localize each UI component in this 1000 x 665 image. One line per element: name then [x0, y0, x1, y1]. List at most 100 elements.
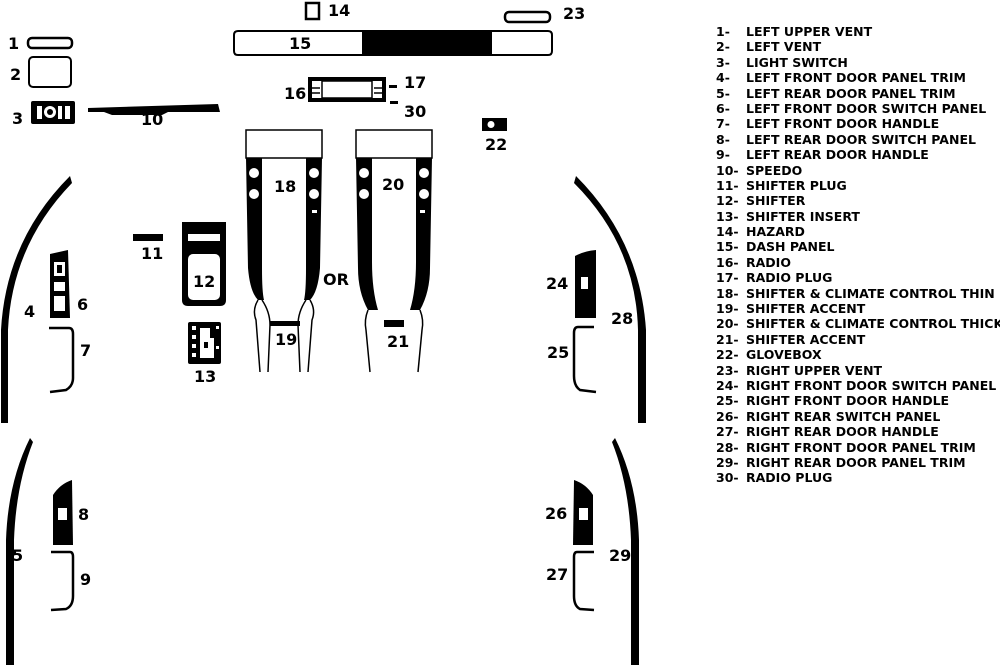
callout-30: 30 — [404, 102, 426, 121]
legend-label: LEFT UPPER VENT — [746, 24, 873, 39]
legend-number: 27- — [716, 424, 739, 440]
legend-row: 15-DASH PANEL — [716, 239, 1000, 254]
legend-row: 6- LEFT FRONT DOOR SWITCH PANEL — [716, 101, 1000, 116]
legend-label: SPEEDO — [746, 162, 803, 178]
part-8-left-rear-door-switch-panel — [53, 480, 73, 545]
part-12-shifter — [182, 222, 226, 306]
legend-number: 14- — [716, 224, 739, 240]
legend-label: RIGHT UPPER VENT — [746, 362, 883, 378]
legend-label: RIGHT REAR DOOR HANDLE — [746, 424, 939, 440]
callout-28: 28 — [611, 309, 633, 328]
callout-25: 25 — [547, 343, 569, 362]
legend-row: 10-SPEEDO — [716, 163, 1000, 178]
legend-number: 15- — [716, 239, 739, 255]
legend-number: 6- — [716, 100, 730, 116]
part-21-shifter-accent — [384, 320, 404, 327]
legend-row: 29-RIGHT REAR DOOR PANEL TRIM — [716, 455, 1000, 470]
legend-row: 12- SHIFTER — [716, 193, 1000, 208]
legend-row: 27- RIGHT REAR DOOR HANDLE — [716, 424, 1000, 439]
legend-number: 24- — [716, 377, 739, 393]
legend-number: 2- — [716, 39, 730, 55]
legend-label: SHIFTER — [746, 193, 806, 209]
callout-14: 14 — [328, 1, 350, 20]
legend-number: 12- — [716, 193, 739, 209]
legend-number: 21- — [716, 331, 739, 347]
callout-10: 10 — [141, 110, 163, 129]
part-16-radio — [308, 77, 386, 102]
legend-label: SHIFTER & CLIMATE CONTROL THICK — [746, 316, 1000, 332]
part-5-left-rear-door-panel-trim — [6, 438, 33, 665]
callout-2: 2 — [10, 65, 21, 84]
legend-row: 24- RIGHT FRONT DOOR SWITCH PANEL — [716, 378, 1000, 393]
part-14-hazard — [304, 1, 321, 21]
part-6-left-front-door-switch-panel — [50, 250, 70, 318]
callout-18: 18 — [274, 177, 296, 196]
legend-row: 28- RIGHT FRONT DOOR PANEL TRIM — [716, 440, 1000, 455]
legend-row: 26-RIGHT REAR SWITCH PANEL — [716, 409, 1000, 424]
legend-row: 18-SHIFTER & CLIMATE CONTROL THIN — [716, 286, 1000, 301]
legend-label: RIGHT FRONT DOOR SWITCH PANEL — [746, 377, 997, 393]
part-1-left-upper-vent — [26, 36, 74, 50]
callout-29: 29 — [609, 546, 631, 565]
legend-row: 2- LEFT VENT — [716, 39, 1000, 54]
legend-label: GLOVEBOX — [746, 347, 822, 363]
callout-5: 5 — [12, 546, 23, 565]
part-15-dash-panel — [233, 30, 553, 56]
callout-6: 6 — [77, 295, 88, 314]
legend-row: 19-SHIFTER ACCENT — [716, 301, 1000, 316]
legend-row: 23- RIGHT UPPER VENT — [716, 363, 1000, 378]
legend-label: SHIFTER ACCENT — [746, 301, 866, 317]
callout-15: 15 — [289, 34, 311, 53]
legend-label: LEFT FRONT DOOR SWITCH PANEL — [746, 100, 987, 116]
part-26-right-rear-switch-panel — [573, 480, 593, 545]
legend-row: 3-LIGHT SWITCH — [716, 55, 1000, 70]
legend-label: SHIFTER ACCENT — [746, 331, 866, 347]
legend-number: 28- — [716, 439, 739, 455]
legend-number: 8- — [716, 131, 730, 147]
part-23-right-upper-vent — [503, 10, 552, 24]
legend-row: 30-RADIO PLUG — [716, 470, 1000, 485]
legend-row: 5-LEFT REAR DOOR PANEL TRIM — [716, 86, 1000, 101]
callout-24: 24 — [546, 274, 568, 293]
callout-9: 9 — [80, 570, 91, 589]
legend-label: RIGHT REAR DOOR PANEL TRIM — [746, 454, 966, 470]
legend-row: 11-SHIFTER PLUG — [716, 178, 1000, 193]
part-24-right-front-door-switch-panel — [575, 250, 596, 318]
or-label: OR — [323, 270, 349, 289]
legend-label: LEFT FRONT DOOR HANDLE — [746, 116, 940, 132]
callout-3: 3 — [12, 109, 23, 128]
callout-19: 19 — [275, 330, 297, 349]
callout-16: 16 — [284, 84, 306, 103]
legend-label: RIGHT FRONT DOOR PANEL TRIM — [746, 439, 976, 455]
callout-23: 23 — [563, 4, 585, 23]
callout-1: 1 — [8, 34, 19, 53]
legend-number: 25- — [716, 393, 739, 409]
legend-number: 9- — [716, 147, 730, 163]
callout-22: 22 — [485, 135, 507, 154]
part-19-shifter-accent — [270, 321, 300, 326]
part-2-left-vent — [28, 56, 72, 88]
legend-number: 16- — [716, 254, 739, 270]
legend-row: 9-LEFT REAR DOOR HANDLE — [716, 147, 1000, 162]
legend-row: 17-RADIO PLUG — [716, 270, 1000, 285]
legend-number: 5- — [716, 85, 730, 101]
legend-row: 7- LEFT FRONT DOOR HANDLE — [716, 116, 1000, 131]
legend-row: 25- RIGHT FRONT DOOR HANDLE — [716, 393, 1000, 408]
legend-label: LEFT VENT — [746, 39, 822, 55]
legend-label: HAZARD — [746, 224, 805, 240]
legend-label: LEFT REAR DOOR SWITCH PANEL — [746, 131, 976, 147]
legend-label: RADIO — [746, 254, 791, 270]
legend-row: 21- SHIFTER ACCENT — [716, 332, 1000, 347]
callout-7: 7 — [80, 341, 91, 360]
legend-number: 7- — [716, 116, 730, 132]
legend-number: 17- — [716, 270, 739, 286]
callout-13: 13 — [194, 367, 216, 386]
legend-label: SHIFTER PLUG — [746, 177, 847, 193]
callout-11: 11 — [141, 244, 163, 263]
legend-label: RIGHT FRONT DOOR HANDLE — [746, 393, 950, 409]
legend-number: 23- — [716, 362, 739, 378]
legend-label: RIGHT REAR SWITCH PANEL — [746, 408, 941, 424]
legend-number: 4- — [716, 70, 730, 86]
callout-12: 12 — [193, 272, 215, 291]
